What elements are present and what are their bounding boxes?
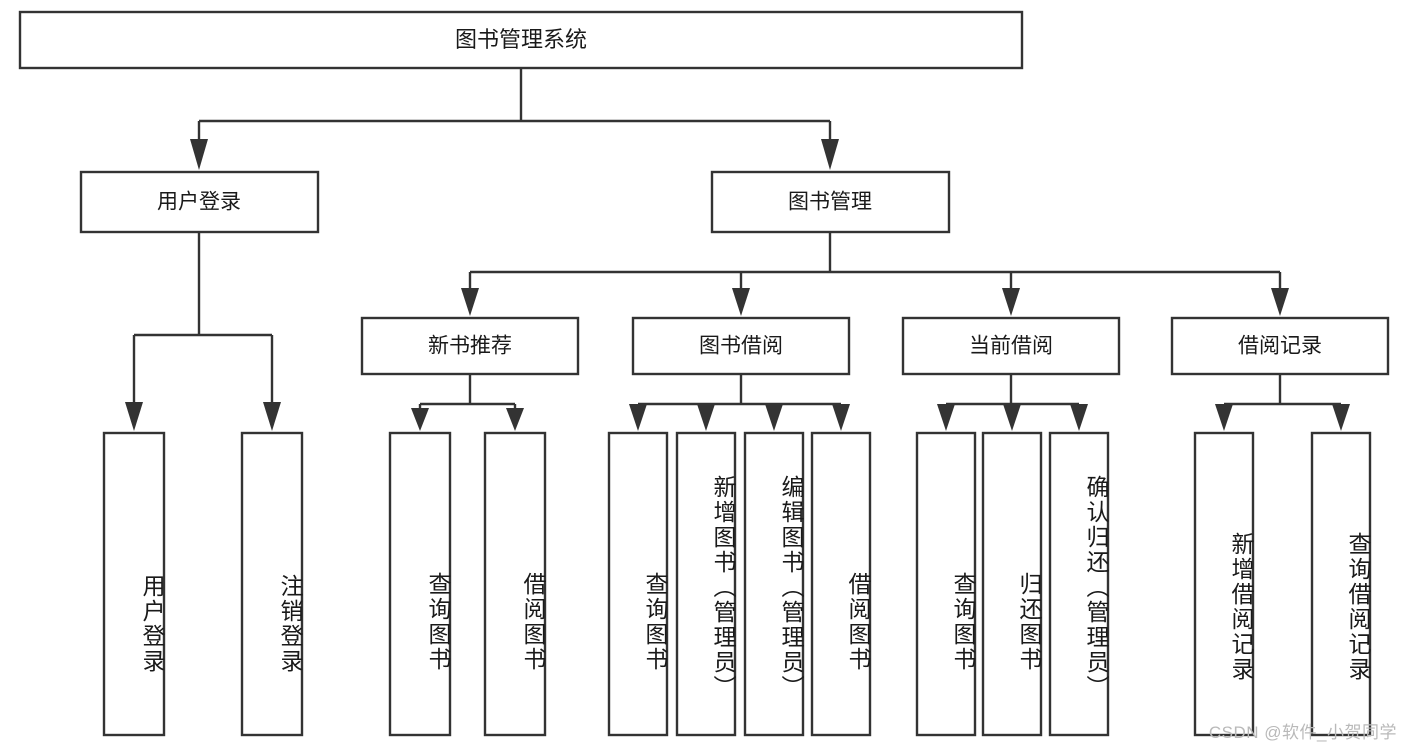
arrow-head-leaf-query-record: [1332, 404, 1350, 431]
node-borrow-record[interactable]: 借阅记录: [1170, 316, 1390, 376]
connectors-user-login-to-leaves: [125, 232, 281, 431]
node-book-borrow-label: 图书借阅: [699, 335, 783, 358]
leaf-box-add-book[interactable]: [675, 431, 737, 737]
connectors-new-book-recommend-to-leaves: [411, 374, 524, 431]
connectors-borrow-record-to-leaves: [1215, 374, 1350, 431]
arrow-head-leaf-query-book-3: [937, 404, 955, 431]
node-current-borrow[interactable]: 当前借阅: [901, 316, 1121, 376]
leaf-box-user-login[interactable]: [102, 431, 166, 737]
node-book-manage-label: 图书管理: [788, 191, 872, 214]
arrow-head-borrow-record: [1271, 288, 1289, 316]
arrow-head-leaf-return-book: [1003, 404, 1021, 431]
node-book-borrow-box[interactable]: [631, 316, 851, 376]
node-user-login-label: 用户登录: [157, 191, 241, 214]
node-borrow-record-box[interactable]: [1170, 316, 1390, 376]
leaf-box-borrow-book-2[interactable]: [810, 431, 872, 737]
arrow-head-leaf-confirm-return: [1070, 404, 1088, 431]
leaf-box-query-book-2[interactable]: [607, 431, 669, 737]
arrow-head-leaf-query-book-2: [629, 404, 647, 431]
leaf-box-query-book-1[interactable]: [388, 431, 452, 737]
leaf-box-borrow-book-1[interactable]: [483, 431, 547, 737]
arrow-head-leaf-logout: [263, 402, 281, 431]
node-new-book-recommend[interactable]: 新书推荐: [360, 316, 580, 376]
watermark: CSDN @软件_小贺同学: [1208, 723, 1397, 742]
leaf-box-logout[interactable]: [240, 431, 304, 737]
node-current-borrow-label: 当前借阅: [969, 335, 1053, 358]
connectors-root-to-level1: [190, 68, 839, 170]
arrow-head-leaf-add-record: [1215, 404, 1233, 431]
node-current-borrow-box[interactable]: [901, 316, 1121, 376]
node-user-login[interactable]: 用户登录: [79, 170, 320, 234]
arrow-head-user-login: [190, 139, 208, 170]
connectors-current-borrow-to-leaves: [937, 374, 1088, 431]
arrow-head-leaf-borrow-book-2: [832, 404, 850, 431]
leaf-box-query-book-3[interactable]: [915, 431, 977, 737]
arrow-head-book-manage: [821, 139, 839, 170]
connectors-book-borrow-to-leaves: [629, 374, 850, 431]
arrow-head-leaf-add-book: [697, 404, 715, 431]
leaf-box-query-record[interactable]: [1310, 431, 1372, 737]
node-new-book-recommend-label: 新书推荐: [428, 335, 512, 358]
node-root-label: 图书管理系统: [455, 27, 587, 52]
node-borrow-record-label: 借阅记录: [1238, 335, 1322, 358]
leaf-box-edit-book[interactable]: [743, 431, 805, 737]
leaf-box-confirm-return[interactable]: [1048, 431, 1110, 737]
connectors-book-manage-to-level2: [461, 232, 1289, 316]
node-book-manage[interactable]: 图书管理: [710, 170, 951, 234]
leaf-boxes: [102, 431, 1372, 737]
arrow-head-leaf-query-book-1: [411, 408, 429, 431]
node-book-borrow[interactable]: 图书借阅: [631, 316, 851, 376]
arrow-head-book-borrow: [732, 288, 750, 316]
node-book-manage-box[interactable]: [710, 170, 951, 234]
arrow-head-leaf-borrow-book-1: [506, 408, 524, 431]
node-new-book-recommend-box[interactable]: [360, 316, 580, 376]
arrow-head-leaf-edit-book: [765, 404, 783, 431]
arrow-head-new-book-recommend: [461, 288, 479, 316]
node-user-login-box[interactable]: [79, 170, 320, 234]
node-root-box[interactable]: [18, 10, 1024, 70]
arrow-head-leaf-user-login: [125, 402, 143, 431]
node-root[interactable]: 图书管理系统: [18, 10, 1024, 70]
leaf-box-return-book[interactable]: [981, 431, 1043, 737]
leaf-box-add-record[interactable]: [1193, 431, 1255, 737]
arrow-head-current-borrow: [1002, 288, 1020, 316]
